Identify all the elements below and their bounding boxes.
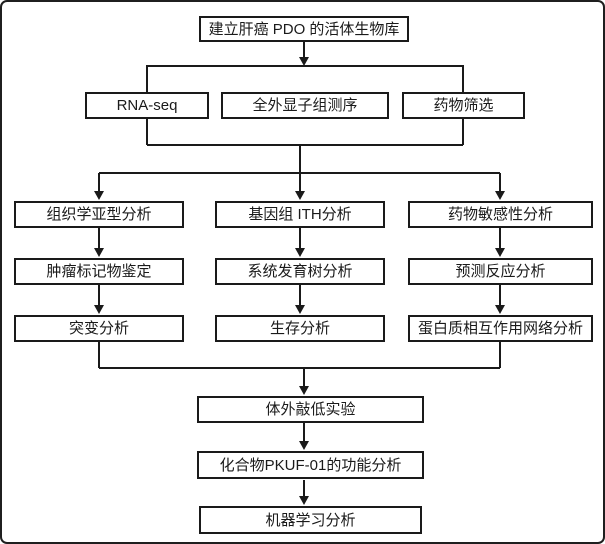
node-predicted-response: 预测反应分析 bbox=[408, 258, 593, 285]
edge-left-column bbox=[94, 228, 104, 314]
edge-biobank-to-assays bbox=[146, 42, 464, 92]
edge-pkuf01-to-ml bbox=[299, 480, 309, 505]
edge-middle-column bbox=[295, 228, 305, 314]
node-genomic-ith: 基因组 ITH分析 bbox=[215, 201, 385, 228]
node-ppi-network: 蛋白质相互作用网络分析 bbox=[408, 315, 593, 342]
node-machine-learning: 机器学习分析 bbox=[199, 506, 422, 534]
node-whole-exome-sequencing: 全外显子组测序 bbox=[221, 92, 389, 119]
node-histology-subtype: 组织学亚型分析 bbox=[14, 201, 184, 228]
node-mutation-analysis: 突变分析 bbox=[14, 315, 184, 342]
node-survival-analysis: 生存分析 bbox=[215, 315, 385, 342]
node-rna-seq: RNA-seq bbox=[85, 92, 209, 119]
node-drug-screening: 药物筛选 bbox=[402, 92, 525, 119]
edge-right-column bbox=[495, 228, 505, 314]
node-tumor-marker: 肿瘤标记物鉴定 bbox=[14, 258, 184, 285]
node-knockdown-experiment: 体外敲低实验 bbox=[197, 396, 424, 423]
node-phylogenetic-tree: 系统发育树分析 bbox=[215, 258, 385, 285]
node-pkuf01-functional-analysis: 化合物PKUF-01的功能分析 bbox=[197, 451, 424, 479]
edge-knockdown-to-pkuf01 bbox=[299, 423, 309, 450]
node-biobank: 建立肝癌 PDO 的活体生物库 bbox=[199, 16, 409, 42]
edge-analyses-to-knockdown bbox=[98, 342, 501, 395]
node-drug-sensitivity: 药物敏感性分析 bbox=[408, 201, 593, 228]
edge-assays-to-analyses bbox=[94, 119, 505, 200]
